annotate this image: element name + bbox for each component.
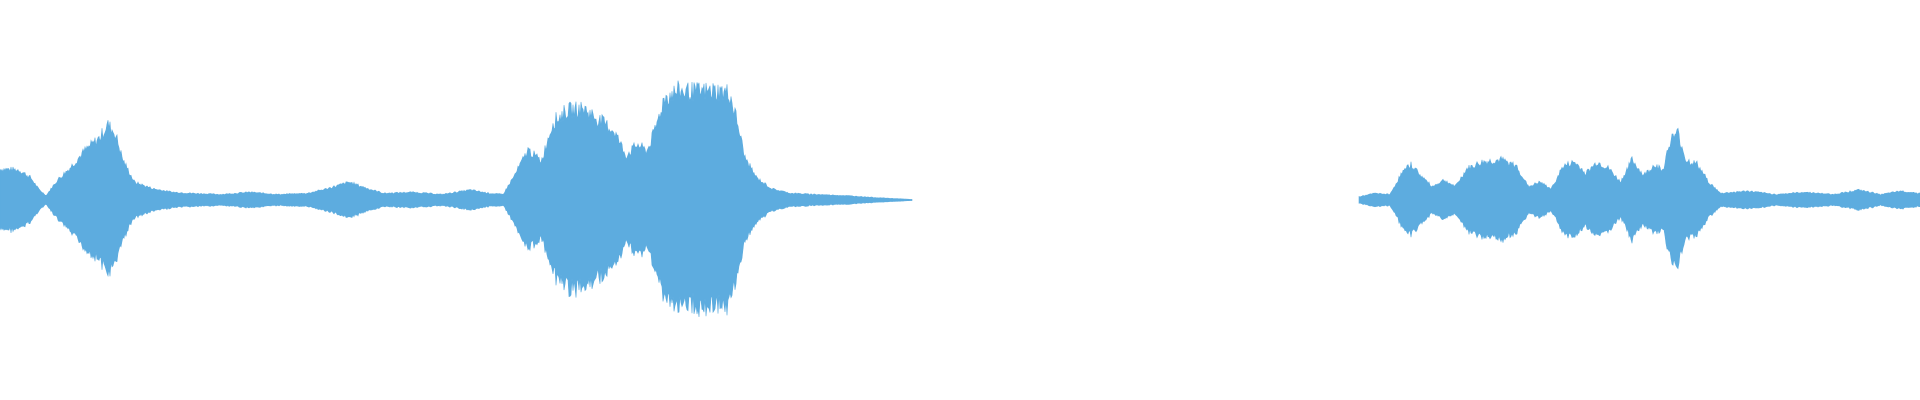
waveform-segment-1 xyxy=(0,80,913,318)
waveform-segment-2 xyxy=(1358,127,1920,270)
